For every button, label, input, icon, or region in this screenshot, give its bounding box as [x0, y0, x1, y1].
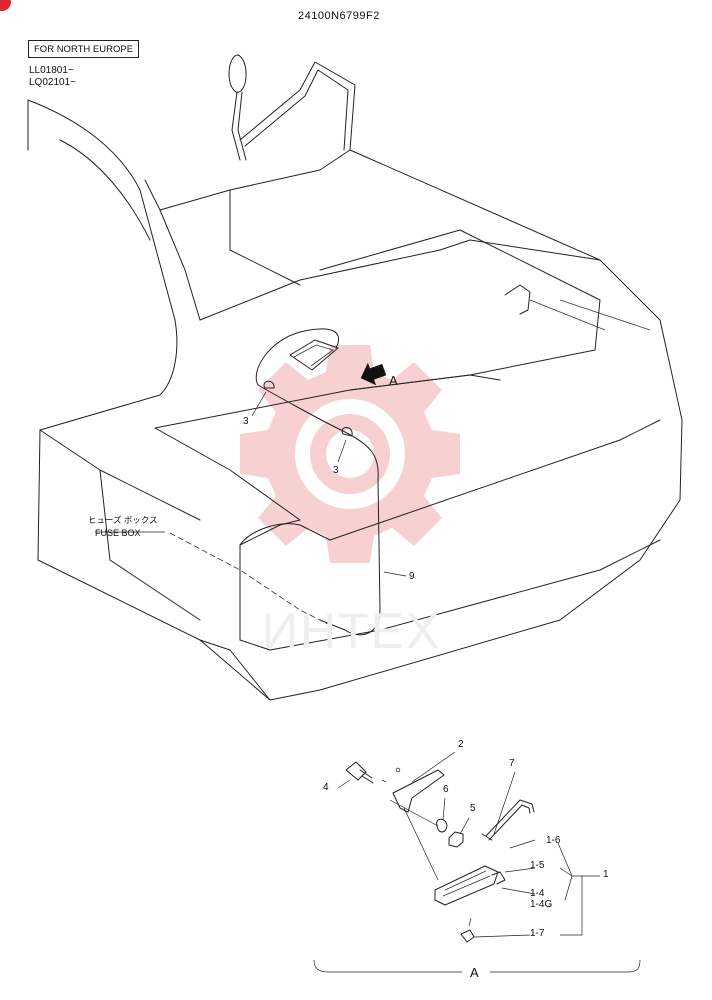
- part-code-header: 24100N6799F2: [298, 10, 380, 22]
- serial-range-1: LL01801~: [29, 65, 74, 76]
- callout-1-5: 1-5: [530, 860, 545, 871]
- callout-1-7: 1-7: [530, 928, 545, 939]
- callout-1-4: 1-4: [530, 888, 545, 899]
- fuse-box-label-jp: ヒューズ ボックス: [88, 515, 158, 525]
- detail-parts: [313, 751, 641, 973]
- view-arrow-label: A: [389, 373, 398, 388]
- callout-1-6: 1-6: [546, 835, 561, 846]
- callout-5: 5: [470, 803, 476, 814]
- machine-outline: [27, 54, 683, 701]
- callout-3-upper: 3: [243, 416, 249, 427]
- watermark-text: ИНТЕХ: [262, 603, 442, 659]
- corner-logo-mark: [0, 0, 11, 11]
- callout-7: 7: [509, 758, 515, 769]
- callout-1-4g: 1-4G: [530, 899, 553, 910]
- callout-1: 1: [603, 869, 609, 880]
- region-label-box: FOR NORTH EUROPE: [28, 40, 140, 58]
- callout-2: 2: [458, 739, 464, 750]
- watermark-gear: [240, 345, 460, 563]
- callout-3-lower: 3: [333, 465, 339, 476]
- main-leaders: [95, 391, 407, 577]
- fuse-box-label-en: FUSE BOX: [95, 528, 141, 538]
- callout-9: 9: [409, 571, 415, 582]
- serial-range-2: LQ02101~: [29, 77, 76, 88]
- callout-6: 6: [443, 784, 449, 795]
- callout-4: 4: [323, 782, 329, 793]
- detail-view-title: A: [470, 965, 479, 980]
